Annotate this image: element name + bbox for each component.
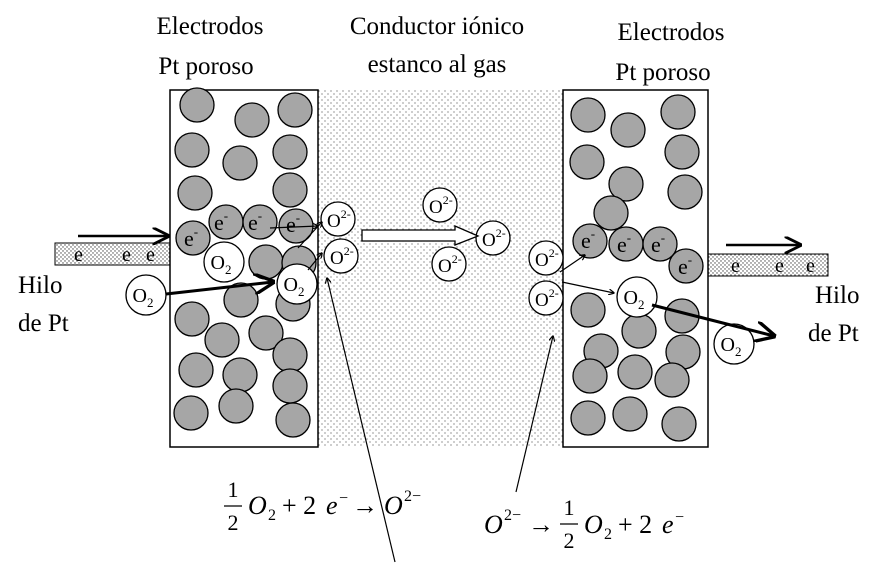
- svg-text:2: 2: [604, 526, 612, 543]
- conductor-label-2: estanco al gas: [368, 51, 507, 78]
- svg-text:O: O: [384, 491, 403, 520]
- svg-text:e: e: [731, 255, 740, 277]
- svg-text:2−: 2−: [504, 507, 521, 524]
- right-electrode-label-2: Pt poroso: [615, 59, 710, 86]
- left-wire-label-1: Hilo: [18, 272, 62, 299]
- cathode-equation: 1 2 O 2 + 2 e − → O 2−: [224, 477, 421, 535]
- left-electrode-label-2: Pt poroso: [158, 53, 253, 80]
- svg-text:2: 2: [228, 510, 239, 535]
- svg-text:+ 2: + 2: [282, 491, 316, 520]
- left-pt-wire: [55, 243, 175, 265]
- svg-text:→: →: [352, 491, 378, 520]
- svg-text:e: e: [122, 244, 131, 266]
- svg-text:→: →: [528, 510, 554, 539]
- right-wire-label-1: Hilo: [815, 282, 859, 309]
- svg-text:e: e: [74, 244, 83, 266]
- svg-text:e: e: [326, 491, 338, 520]
- svg-text:e: e: [146, 244, 155, 266]
- svg-text:e: e: [775, 255, 784, 277]
- svg-text:−: −: [339, 490, 348, 507]
- svg-text:1: 1: [228, 477, 239, 502]
- svg-text:2: 2: [268, 507, 276, 524]
- svg-text:+ 2: + 2: [618, 510, 652, 539]
- svg-text:1: 1: [564, 495, 575, 520]
- right-electrode-label-1: Electrodos: [618, 19, 725, 46]
- anode-equation: O 2− → 1 2 O 2 + 2 e −: [484, 495, 684, 553]
- svg-text:O: O: [584, 510, 603, 539]
- svg-text:e: e: [662, 510, 674, 539]
- svg-text:O: O: [248, 491, 267, 520]
- svg-text:2: 2: [564, 528, 575, 553]
- svg-text:O: O: [484, 510, 503, 539]
- conductor-label-1: Conductor iónico: [350, 13, 524, 40]
- left-wire-label-2: de Pt: [18, 310, 69, 337]
- svg-text:2−: 2−: [404, 488, 421, 505]
- left-electrode-label-1: Electrodos: [157, 13, 264, 40]
- svg-text:−: −: [675, 509, 684, 526]
- right-wire-label-2: de Pt: [808, 320, 859, 347]
- svg-text:e: e: [806, 255, 815, 277]
